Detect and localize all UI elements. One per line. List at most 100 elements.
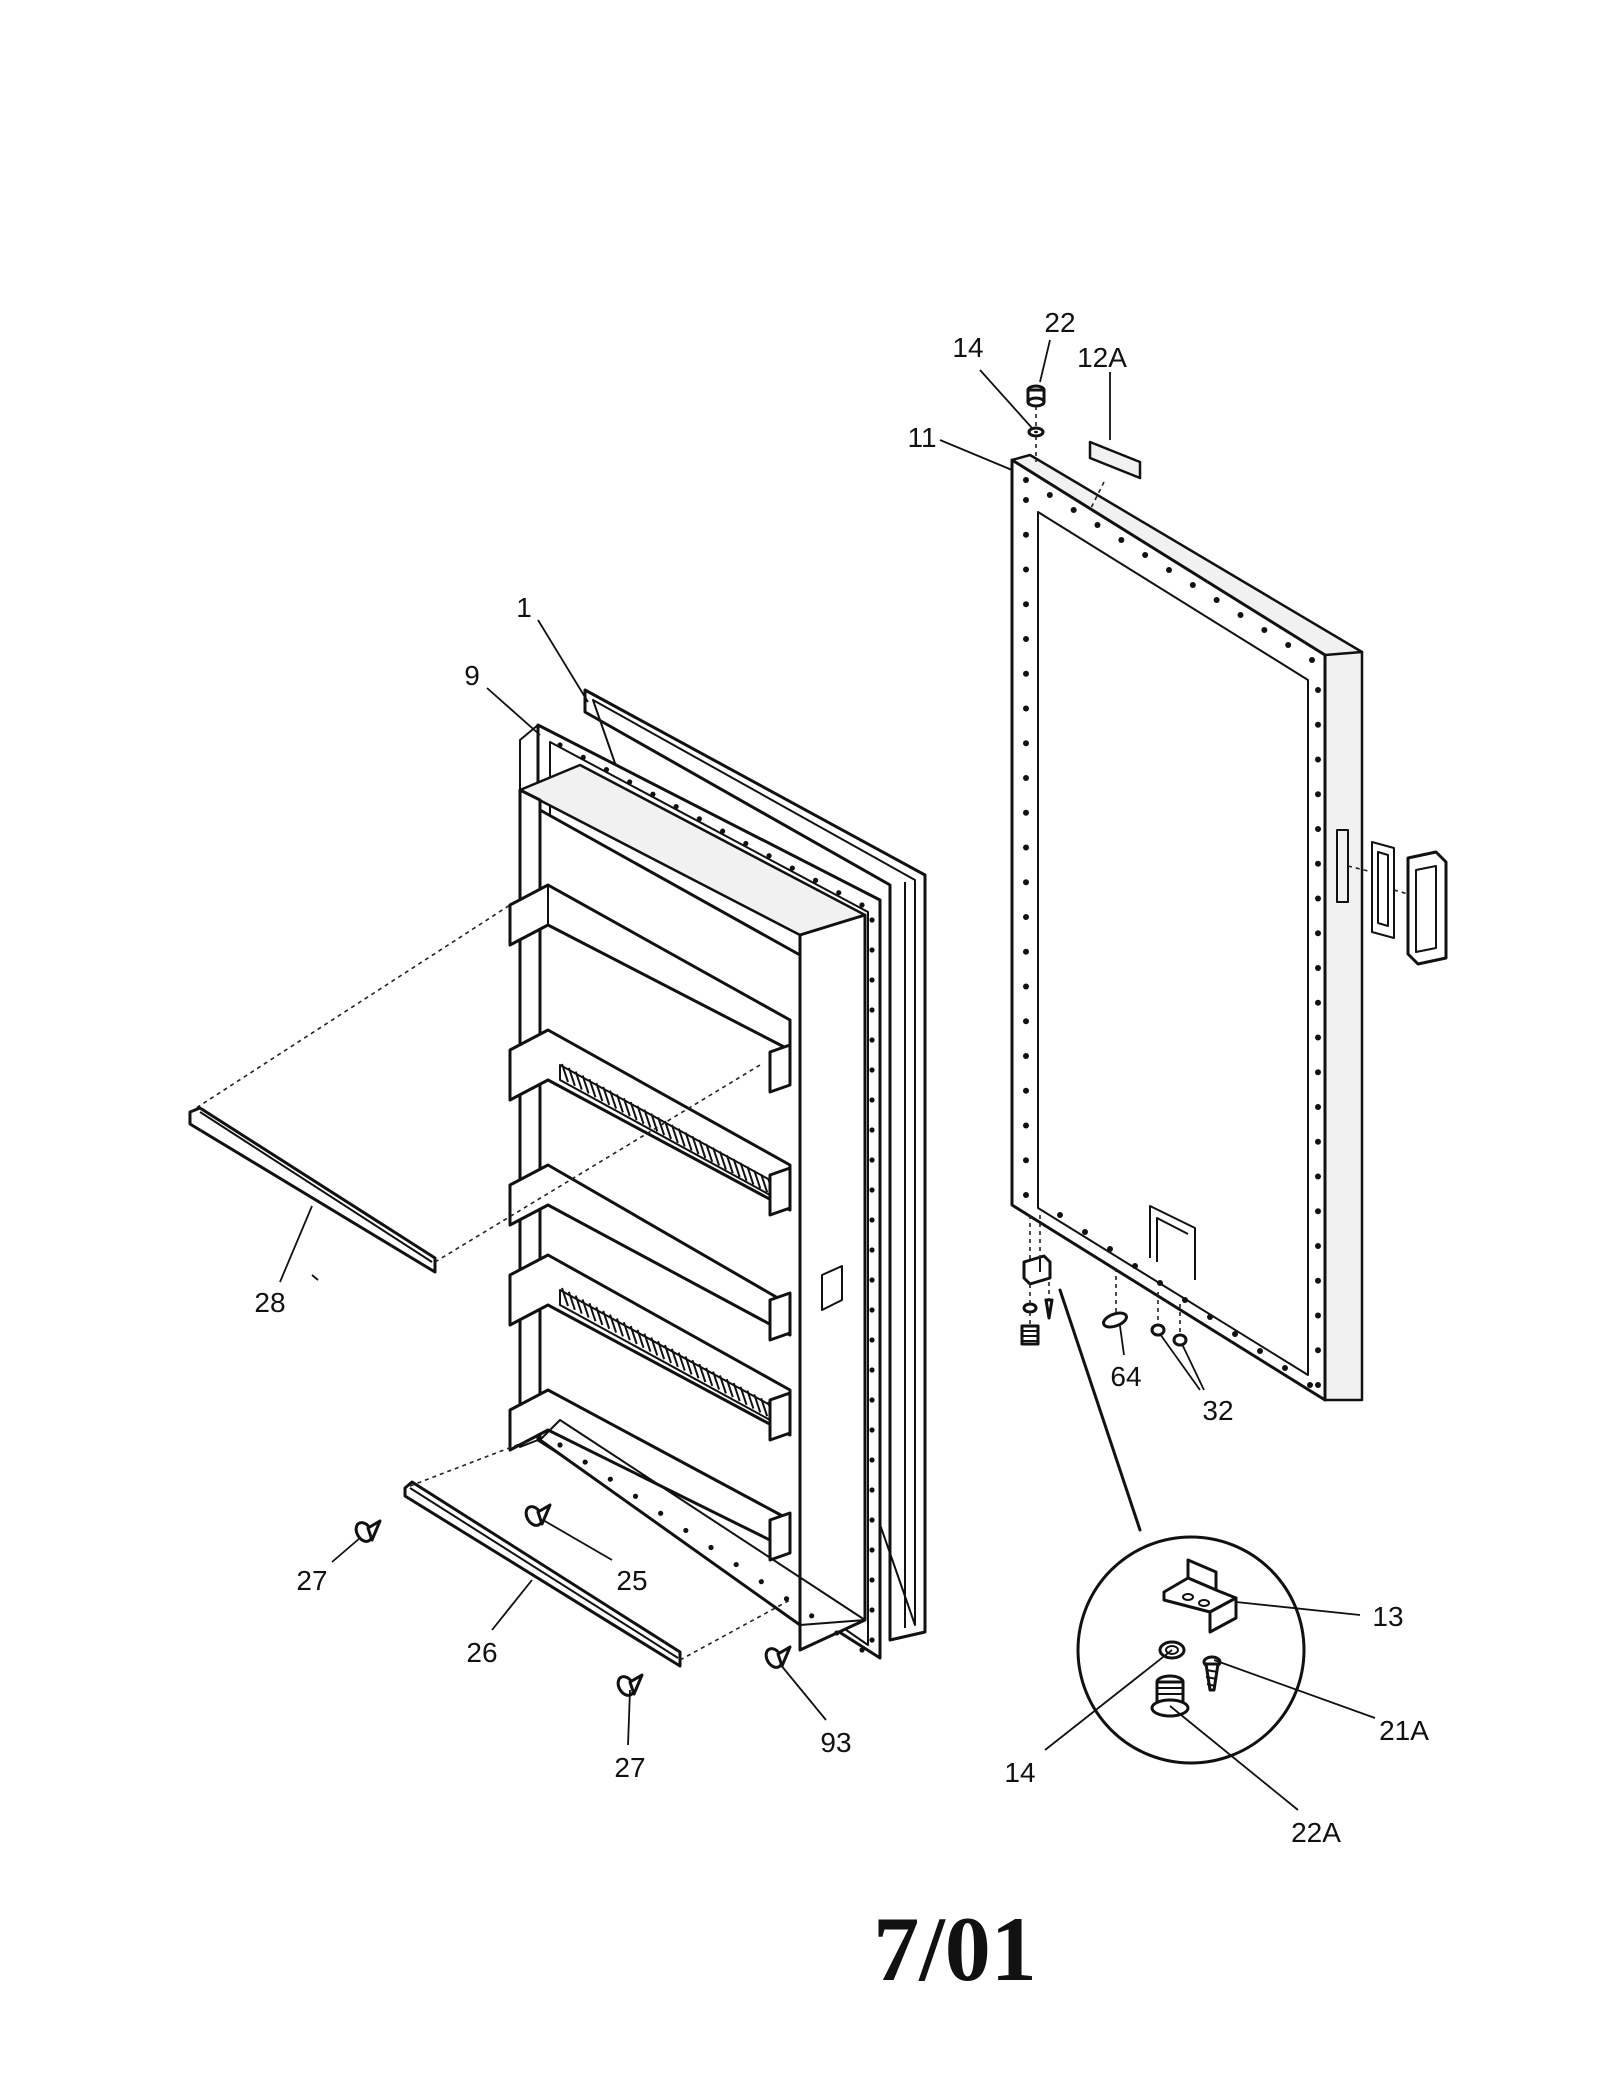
shelf-endcaps (768, 1043, 792, 1562)
screw-hole (1070, 507, 1077, 513)
rack-wire (746, 1390, 755, 1409)
rack-wire (760, 1173, 769, 1193)
screw-hole (1023, 601, 1029, 608)
rack-wire (760, 1397, 769, 1417)
screw-hole (1132, 1263, 1138, 1269)
screw-hole (1232, 1331, 1238, 1337)
screw-hole (836, 890, 842, 896)
screw-hole (869, 1577, 875, 1583)
screw-hole (1023, 670, 1029, 677)
date-code: 7/01 (873, 1898, 1037, 2000)
door-panel-screw-holes (1023, 477, 1321, 1388)
rack-wire (753, 1170, 762, 1189)
screw-hole (1315, 791, 1321, 798)
rack-wire (684, 1356, 693, 1375)
screw-hole (869, 1277, 875, 1283)
screw-hole (1261, 627, 1268, 633)
screw-hole (869, 1127, 875, 1133)
callout-32: 32 (1202, 1395, 1233, 1426)
screw-hole (1023, 775, 1029, 781)
rack-wire (746, 1166, 755, 1185)
screw-hole (673, 803, 679, 810)
rack-wire (636, 1329, 645, 1349)
screw-hole (869, 1247, 875, 1253)
rack-wire (657, 1340, 666, 1360)
screw-hole (758, 1579, 764, 1585)
screw-hole (1315, 1382, 1321, 1388)
rack-wire (725, 1154, 734, 1174)
rack-wire (588, 1078, 597, 1098)
screw-hole (1157, 1280, 1163, 1286)
rack-wire (753, 1394, 762, 1413)
screw-hole (869, 977, 875, 983)
rack-wire (602, 1310, 611, 1330)
screw-hole (1315, 1138, 1321, 1145)
rack-wire (609, 1314, 618, 1333)
screw-hole (1023, 740, 1029, 747)
screw-hole (650, 791, 656, 797)
bottom-screw (1044, 1298, 1054, 1320)
callout-27-bottom: 27 (614, 1752, 645, 1783)
screw-hole (869, 917, 875, 923)
screw-hole (557, 1442, 563, 1448)
callout-64: 64 (1110, 1361, 1141, 1392)
screw-hole (869, 1097, 875, 1103)
screw-hole (1315, 687, 1321, 693)
callout-22-top: 22 (1044, 307, 1075, 338)
rack-wire (595, 1306, 604, 1326)
screw-hole (869, 1607, 875, 1613)
screw-hole (1189, 582, 1196, 588)
screw-hole (743, 840, 749, 847)
rack-wire (670, 1348, 679, 1368)
cam-64 (1102, 1311, 1128, 1329)
screw-hole (1315, 1104, 1321, 1110)
screw-hole (1046, 492, 1053, 498)
rack-wire (602, 1086, 611, 1106)
screw-hole (1023, 1018, 1029, 1025)
screw-hole (1315, 860, 1321, 867)
rack-wire (657, 1116, 666, 1136)
screw-93 (764, 1645, 792, 1669)
screw-hole (859, 1647, 865, 1653)
screw-hole (603, 767, 610, 773)
screw-hole (1213, 597, 1220, 603)
rack-wire (622, 1097, 631, 1117)
shelf-bar-26 (403, 1480, 682, 1668)
screw-hole (812, 877, 819, 883)
rack-wire (712, 1371, 721, 1390)
screw-hole (869, 1427, 875, 1433)
callout-93: 93 (820, 1727, 851, 1758)
screw-hole (1285, 642, 1292, 648)
rack-wire (732, 1158, 741, 1178)
screw-hole (1023, 636, 1029, 642)
screw-hole (869, 1457, 875, 1463)
screw-hole (1118, 537, 1125, 543)
screw-hole (1182, 1297, 1188, 1303)
screw-25 (524, 1503, 552, 1527)
callout-26: 26 (466, 1637, 497, 1668)
screw-hole (1023, 914, 1029, 920)
rack-wire (588, 1302, 597, 1322)
rack-wire (581, 1299, 590, 1318)
screw-hole (1315, 721, 1321, 728)
callout-14-detail: 14 (1004, 1757, 1035, 1788)
callout-11: 11 (907, 422, 936, 453)
rack-wire (629, 1325, 638, 1345)
rack-wire (677, 1352, 686, 1371)
screw-hole (1023, 879, 1029, 886)
rack-wire (705, 1367, 714, 1387)
screw-hole (1023, 983, 1029, 990)
screw-hole (580, 754, 586, 760)
rack-wire (725, 1378, 734, 1398)
screw-hole (869, 1187, 875, 1193)
screw-hole (683, 1527, 689, 1534)
screw-hole (708, 1544, 714, 1551)
screw-hole (1023, 1087, 1029, 1094)
rack-wire (561, 1063, 569, 1083)
outer-door-panel (1010, 453, 1364, 1402)
rack-wire (670, 1124, 679, 1144)
screw-hole (1023, 948, 1029, 955)
screw-hole (582, 1459, 588, 1465)
screw-hole (1166, 567, 1172, 573)
